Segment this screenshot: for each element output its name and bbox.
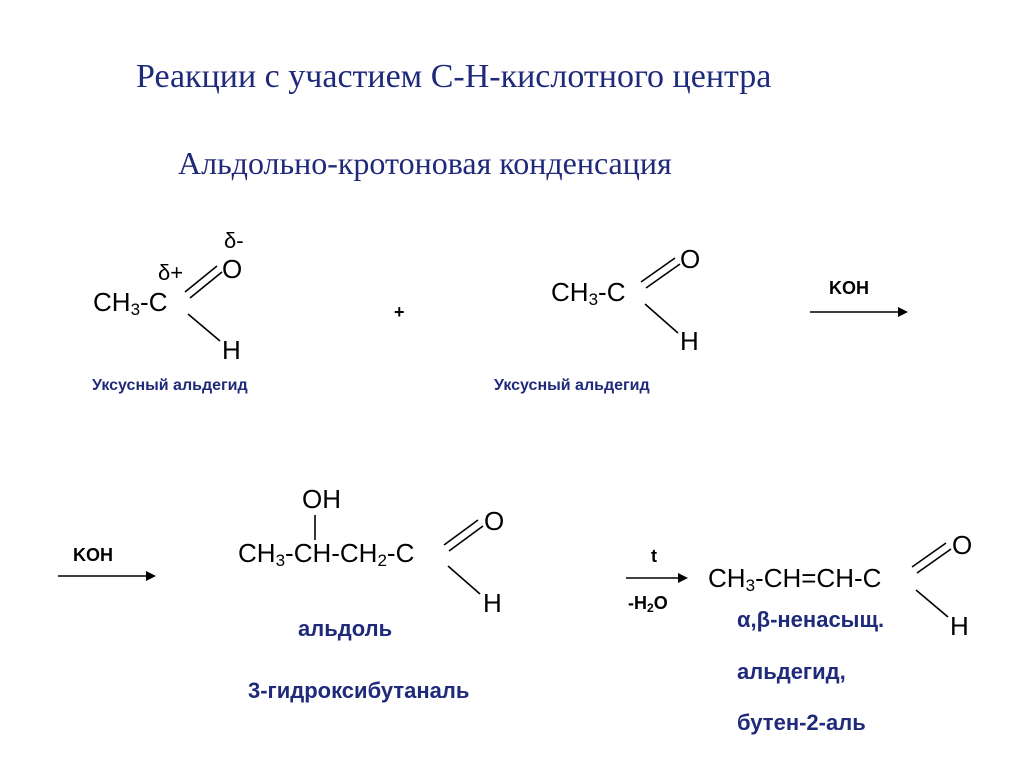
catalyst2-label: KOH <box>73 545 113 565</box>
reactant1-co-bond-a <box>184 265 218 293</box>
aldol-iupac-name: 3-гидроксибутаналь <box>248 678 470 703</box>
reactant2-ch-bond <box>644 303 679 334</box>
condition-temperature: t <box>651 546 657 566</box>
reactant1-ch-bond <box>187 313 221 342</box>
reactant2-name: Уксусный альдегид <box>494 377 650 394</box>
reactant1-name: Уксусный альдегид <box>92 377 248 394</box>
aldol-formula: CH3-CH-CH2-C <box>238 538 415 570</box>
aldol-co-bond-a <box>443 519 479 546</box>
aldol-hydrogen: H <box>483 588 502 618</box>
product-hydrogen: H <box>950 611 969 641</box>
arrow3-head <box>678 573 688 583</box>
plus-sign: + <box>394 302 405 322</box>
condition-water-loss: -H2O <box>628 593 668 615</box>
aldol-ch-bond <box>447 565 481 595</box>
reactant1-delta-plus: δ+ <box>158 260 184 285</box>
reactant2-oxygen: O <box>680 244 701 274</box>
reactant2-co-bond-a <box>640 257 676 283</box>
reactant2-hydrogen: H <box>680 326 699 356</box>
arrow1-head <box>898 307 908 317</box>
aldol-hydroxyl: OH <box>302 484 341 514</box>
product-ch-bond <box>915 589 949 618</box>
reactant1-formula: CH3-C <box>93 287 168 319</box>
product-name-line1: α,β-ненасыщ. <box>737 607 885 632</box>
product-name-line2: альдегид, <box>737 659 846 684</box>
catalyst1-label: KOH <box>829 278 869 298</box>
page-title: Реакции с участием С-Н-кислотного центра <box>136 58 772 95</box>
reactant1-co-bond-b <box>189 271 223 299</box>
reactant1-hydrogen: H <box>222 335 241 365</box>
reactant1-delta-minus: δ- <box>224 228 244 253</box>
product-oxygen: O <box>952 530 973 560</box>
arrow2-head <box>146 571 156 581</box>
reactant1-oxygen: O <box>222 254 243 284</box>
aldol-co-bond-b <box>448 525 484 552</box>
product-name-line3: бутен-2-аль <box>737 710 866 735</box>
product-formula: CH3-CH=CH-C <box>708 563 882 595</box>
product-co-bond-b <box>916 548 952 574</box>
aldol-oxygen: O <box>484 506 505 536</box>
product-co-bond-a <box>911 542 947 568</box>
page-subtitle: Альдольно-кротоновая конденсация <box>178 145 672 181</box>
reactant2-co-bond-b <box>645 263 681 289</box>
reactant2-formula: CH3-C <box>551 277 626 309</box>
aldol-name: альдоль <box>298 616 393 641</box>
